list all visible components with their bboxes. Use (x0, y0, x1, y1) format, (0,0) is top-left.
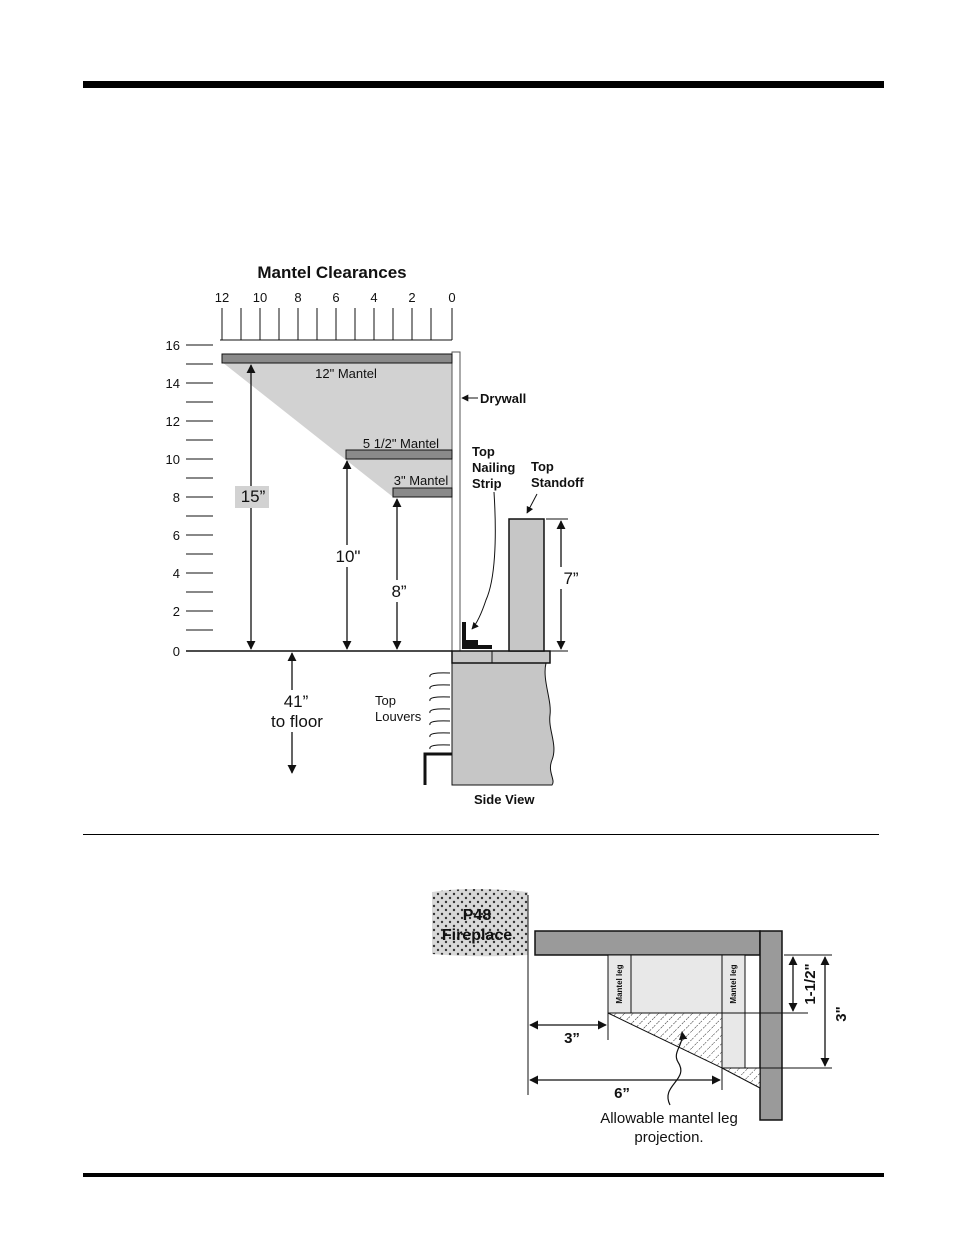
mantel-5-5-inch (346, 450, 452, 459)
louvers-label: Louvers (375, 709, 422, 724)
caption-label: Allowable mantel leg (600, 1110, 738, 1127)
fireplace-label: Fireplace (442, 927, 512, 944)
mantel-clearances-diagram: Mantel Clearances 12 10 8 6 (166, 263, 585, 807)
leg-label: Mantel leg (615, 964, 624, 1003)
leg-label: Mantel leg (729, 964, 738, 1003)
dim-label-1-5: 1-1/2" (802, 963, 819, 1004)
top-standoff (509, 519, 544, 651)
dim-label-6: 6” (614, 1085, 630, 1102)
nailing-pointer (472, 492, 495, 629)
mantel-12-inch (222, 354, 452, 363)
standoff-label: Top (531, 459, 554, 474)
left-scale-label: 8 (173, 490, 180, 505)
top-ledge (452, 651, 550, 663)
dim-label-3: 3” (564, 1030, 580, 1047)
left-scale-label: 0 (173, 644, 180, 659)
nailing-strip (462, 622, 478, 645)
mantel-label: 3" Mantel (394, 473, 449, 488)
fireplace-label: P48 (463, 907, 492, 924)
inner-area (631, 955, 722, 1013)
mantel-label: 12" Mantel (315, 366, 377, 381)
left-scale-label: 14 (166, 376, 180, 391)
left-scale-label: 10 (166, 452, 180, 467)
fireplace-body (452, 663, 554, 785)
top-scale-label: 6 (332, 290, 339, 305)
lower-base (425, 754, 452, 785)
nailing-label: Nailing (472, 460, 515, 475)
left-scale-label: 4 (173, 566, 180, 581)
floor-label: to floor (271, 712, 323, 731)
nailing-label: Strip (472, 476, 502, 491)
wall-column (760, 931, 782, 1120)
height-label-10: 10" (336, 547, 361, 566)
mantel-leg-diagram: P48 Fireplace Mantel leg Mantel leg 3” 6… (432, 889, 850, 1146)
top-scale-label: 0 (448, 290, 455, 305)
standoff-label: Standoff (531, 475, 584, 490)
top-scale-label: 2 (408, 290, 415, 305)
mantel-top (535, 931, 760, 955)
mantel-3-inch (393, 488, 452, 497)
nailing-label: Top (472, 444, 495, 459)
dim-label-3-vertical: 3" (833, 1006, 850, 1021)
floor-label: 41” (284, 692, 309, 711)
projection-hatch (608, 1013, 722, 1068)
projection-hatch-corner (722, 1068, 760, 1088)
standoff-pointer (527, 494, 537, 513)
top-scale-label: 10 (253, 290, 267, 305)
mantel-label: 5 1/2" Mantel (363, 436, 439, 451)
view-label: Side View (474, 792, 535, 807)
drywall-label: Drywall (480, 391, 526, 406)
height-label-15: 15” (241, 487, 266, 506)
left-scale-label: 16 (166, 338, 180, 353)
diagram-title: Mantel Clearances (257, 263, 406, 282)
louvers (430, 673, 450, 749)
drywall (452, 352, 460, 651)
left-scale-label: 6 (173, 528, 180, 543)
height-label-7: 7” (563, 569, 578, 588)
caption-label: projection. (634, 1129, 703, 1146)
left-scale-label: 2 (173, 604, 180, 619)
left-scale-label: 12 (166, 414, 180, 429)
top-scale-label: 8 (294, 290, 301, 305)
top-scale-label: 12 (215, 290, 229, 305)
height-label-8: 8” (391, 582, 406, 601)
top-scale-label: 4 (370, 290, 377, 305)
top-scale: 12 10 8 6 4 2 0 (215, 290, 456, 340)
louvers-label: Top (375, 693, 396, 708)
